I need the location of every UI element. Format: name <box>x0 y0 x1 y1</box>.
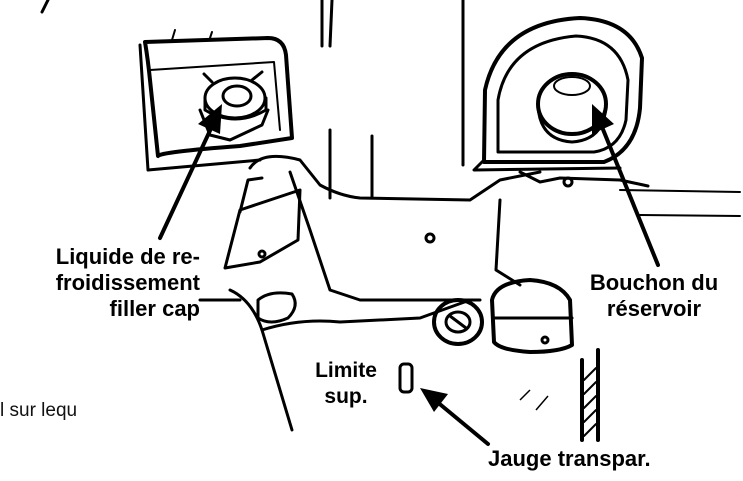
dipstick-cap <box>432 298 484 346</box>
reservoir-body <box>490 278 574 354</box>
lower-body <box>198 288 472 432</box>
transparent-gauge <box>398 362 414 394</box>
gauge-arrow-head <box>420 388 448 412</box>
right-edge-lines <box>619 189 741 217</box>
limit-label-line1: Limite <box>315 359 377 382</box>
bolt <box>424 232 436 244</box>
reservoir-arrow-head <box>592 104 614 134</box>
coolant-label: Liquide de re- froidissement filler cap <box>4 244 200 322</box>
coolant-arrow-head <box>198 104 222 134</box>
coolant-label-line2: froidissement <box>55 270 200 295</box>
arrow-heads <box>198 104 614 412</box>
corner-tick <box>40 0 50 14</box>
coolant-arrow-line <box>158 120 216 240</box>
left-strut <box>320 0 334 48</box>
reservoir-label: Bouchon du réservoir <box>564 270 743 322</box>
reservoir-label-line1: Bouchon du <box>589 270 719 295</box>
reservoir-label-line2: réservoir <box>606 296 702 321</box>
hatching <box>519 389 549 411</box>
reservoir-arrow-line <box>598 120 660 267</box>
coolant-label-line1: Liquide de re- <box>55 244 200 269</box>
bolt <box>562 176 574 188</box>
bolt <box>257 249 267 259</box>
limit-label-line2: sup. <box>324 385 368 408</box>
main-frame <box>223 128 650 302</box>
cropped-text-fragment: l sur lequ <box>0 400 78 421</box>
coolant-label-line3: filler cap <box>109 296 200 321</box>
reservoir-housing <box>472 16 644 172</box>
gauge-label: Jauge transpar. <box>488 446 651 471</box>
bolt <box>540 335 550 345</box>
limit-label: Limite sup. <box>300 358 392 410</box>
coolant-panel <box>138 29 294 172</box>
striped-post <box>580 348 600 442</box>
